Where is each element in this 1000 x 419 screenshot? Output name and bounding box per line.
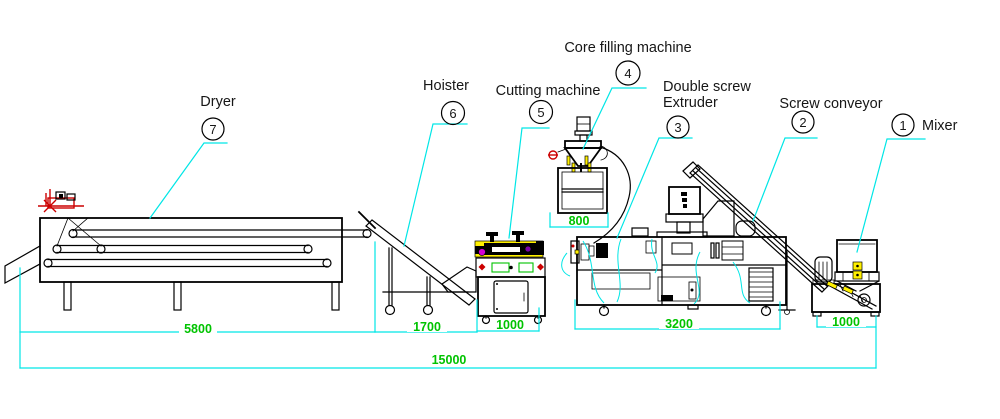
extruder-hopper <box>631 186 708 238</box>
hoister-belt <box>365 219 476 306</box>
cutter-head <box>474 231 544 258</box>
extruder-machine <box>561 186 787 317</box>
extruder-blower-icon <box>735 220 756 237</box>
svg-text:1: 1 <box>899 118 906 133</box>
mixer-body <box>811 280 881 317</box>
leader-extruder <box>616 137 693 239</box>
balloon-6: 6 <box>440 100 466 126</box>
balloon-4: 4 <box>615 60 641 86</box>
extruder-duct <box>702 200 735 237</box>
dim-extruder: 3200 <box>665 317 693 331</box>
extruder-body <box>576 236 787 306</box>
extruder-die-head <box>570 240 608 264</box>
cutter-cabinet <box>477 276 546 325</box>
leader-core-filling <box>582 87 647 150</box>
svg-text:3: 3 <box>674 120 681 135</box>
mixer-machine <box>811 239 881 317</box>
extruder-wheels <box>598 304 772 317</box>
conveyor-discharge-spout <box>682 161 701 179</box>
mixer-label: Mixer <box>922 118 958 134</box>
dryer-body <box>39 217 343 283</box>
dryer-discharge-chute <box>4 245 41 285</box>
dim-hoister: 1700 <box>413 320 441 334</box>
dryer-blower-icon <box>38 189 84 213</box>
hoister-legs <box>382 247 469 316</box>
balloon-3: 3 <box>666 115 690 139</box>
cutting-machine-label: Cutting machine <box>496 83 601 99</box>
extruder-label-line2: Extruder <box>663 95 718 111</box>
balloon-1: 1 <box>891 113 915 137</box>
dim-dryer: 5800 <box>184 322 212 336</box>
svg-text:7: 7 <box>209 122 216 137</box>
balloon-2: 2 <box>791 110 815 134</box>
core-filling-machine <box>548 116 631 244</box>
dim-cutting: 1000 <box>496 318 524 332</box>
cutting-machine <box>474 231 546 325</box>
svg-text:6: 6 <box>449 106 456 121</box>
core-filling-label: Core filling machine <box>564 40 691 56</box>
leader-dryer <box>149 142 228 219</box>
dryer-machine <box>4 189 372 311</box>
labels: Dryer 7 Hoister 6 Cutting machine 5 Core… <box>200 40 958 141</box>
leader-mixer <box>856 138 926 253</box>
cutter-left-knob-icon <box>478 248 486 256</box>
conveyor-support-leg <box>778 251 796 315</box>
balloon-7: 7 <box>201 117 225 141</box>
dimension-lines: 5800 1700 1000 3200 1000 800 15000 <box>19 212 877 369</box>
dryer-legs <box>63 281 340 311</box>
dryer-label: Dryer <box>200 94 236 110</box>
core-filler-body <box>557 167 608 214</box>
svg-text:4: 4 <box>624 66 631 81</box>
svg-text:2: 2 <box>799 115 806 130</box>
core-filler-motor <box>574 116 593 142</box>
svg-text:5: 5 <box>537 105 544 120</box>
mixer-motor <box>812 256 835 285</box>
hoister-label: Hoister <box>423 78 469 94</box>
hoister-infeed-chute <box>441 266 477 293</box>
dim-core-filling: 800 <box>569 214 590 228</box>
cutter-control-panel <box>475 257 546 278</box>
dim-total: 15000 <box>432 353 467 367</box>
dryer-belts <box>43 217 372 268</box>
cutter-right-knob-icon <box>524 245 532 253</box>
extruder-cables <box>561 238 751 305</box>
screw-conveyor-machine <box>682 161 831 315</box>
leader-cutting-machine <box>508 127 550 239</box>
hoister-machine <box>357 210 477 316</box>
hoister-top-deflector <box>357 210 377 230</box>
conveyor-tube <box>689 164 831 293</box>
screw-conveyor-label: Screw conveyor <box>779 96 882 112</box>
mixer-bin <box>834 239 880 292</box>
leader-screw-conveyor <box>752 137 818 222</box>
core-filler-feed-pipe <box>593 146 631 244</box>
leader-hoister <box>403 123 468 247</box>
balloon-5: 5 <box>528 99 554 125</box>
dim-mixer: 1000 <box>832 315 860 329</box>
extruder-label-line1: Double screw <box>663 79 751 95</box>
